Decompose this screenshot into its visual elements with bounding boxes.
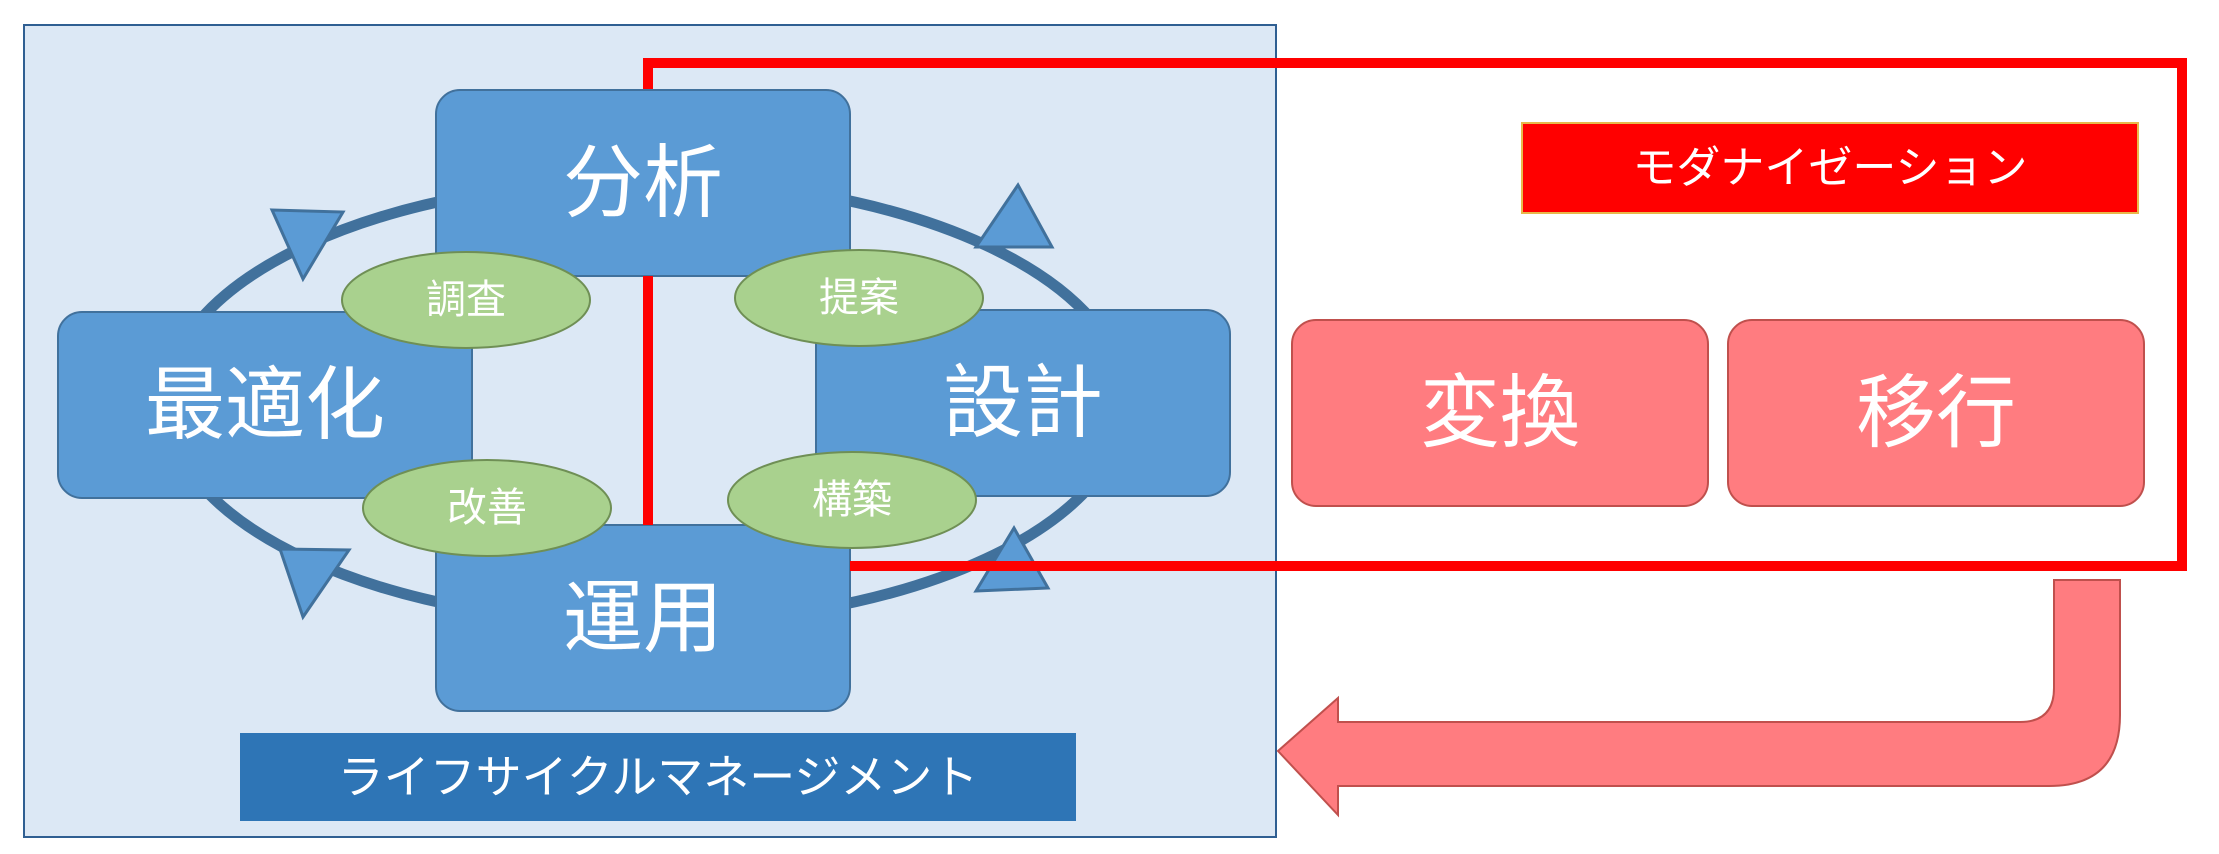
cycle-arrowhead-bottom-right bbox=[973, 525, 1051, 593]
modernization-label: モダナイゼーション bbox=[1632, 143, 2027, 194]
stage-design-label: 設計 bbox=[943, 357, 1103, 450]
transition-proposal: 提案 bbox=[734, 249, 984, 347]
transition-construction-label: 構築 bbox=[812, 477, 892, 523]
lifecycle-label: ライフサイクルマネージメント bbox=[338, 750, 979, 804]
transition-proposal-label: 提案 bbox=[819, 275, 899, 321]
transition-construction: 構築 bbox=[727, 451, 977, 549]
stage-optimization-label: 最適化 bbox=[145, 359, 385, 452]
transition-investigation: 調査 bbox=[341, 251, 591, 349]
stage-design: 設計 bbox=[815, 309, 1231, 497]
cycle-arrowhead-top-left bbox=[269, 208, 346, 283]
stage-optimization: 最適化 bbox=[57, 311, 473, 499]
step-migration: 移行 bbox=[1727, 319, 2145, 507]
modernization-label-box: モダナイゼーション bbox=[1521, 122, 2139, 214]
stage-analysis-label: 分析 bbox=[563, 137, 723, 230]
transition-investigation-label: 調査 bbox=[426, 277, 506, 323]
stage-operation-label: 運用 bbox=[563, 572, 723, 665]
cycle-arrowhead-top-right bbox=[973, 182, 1055, 249]
step-conversion-label: 変換 bbox=[1420, 367, 1580, 460]
stage-operation: 運用 bbox=[435, 524, 851, 712]
cycle-arrowhead-bottom-left bbox=[277, 547, 352, 621]
transition-improvement: 改善 bbox=[362, 459, 612, 557]
step-migration-label: 移行 bbox=[1856, 367, 2016, 460]
stage-analysis: 分析 bbox=[435, 89, 851, 277]
step-conversion: 変換 bbox=[1291, 319, 1709, 507]
return-arrow bbox=[1276, 579, 2121, 818]
lifecycle-label-bar: ライフサイクルマネージメント bbox=[240, 733, 1076, 821]
transition-improvement-label: 改善 bbox=[447, 485, 527, 531]
